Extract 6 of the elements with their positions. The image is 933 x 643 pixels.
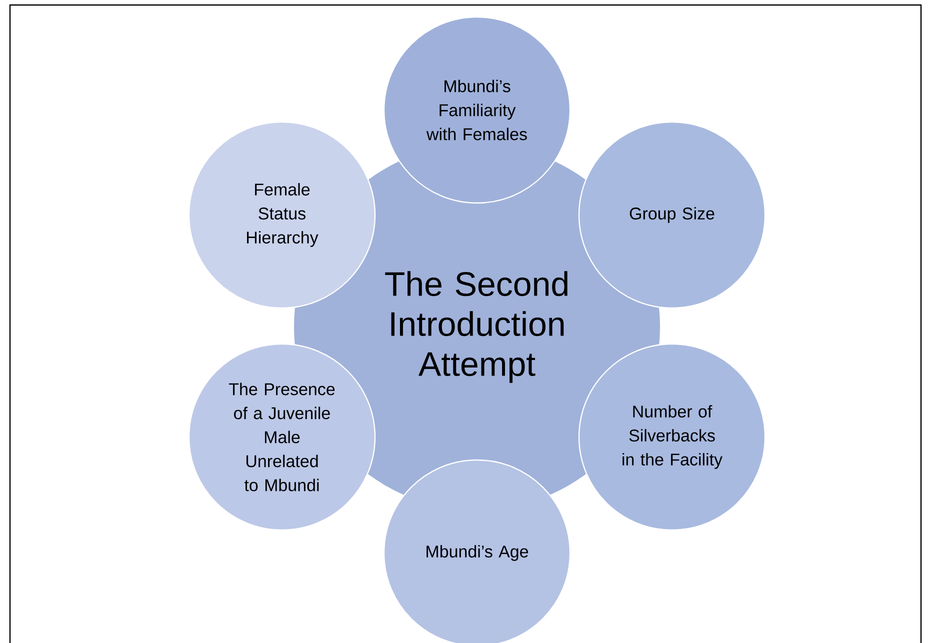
circle-node: Female Status Hierarchy bbox=[188, 121, 376, 309]
circle-node: The Presence of a Juvenile Male Unrelated to Mbundi bbox=[188, 343, 376, 531]
circle-node: Group Size bbox=[578, 121, 766, 309]
circle-node: Mbundi’s Age bbox=[383, 459, 571, 643]
circle-node: Number of Silverbacks in the Facility bbox=[578, 343, 766, 531]
circle-node: Mbundi’s Familiarity with Females bbox=[383, 16, 571, 204]
